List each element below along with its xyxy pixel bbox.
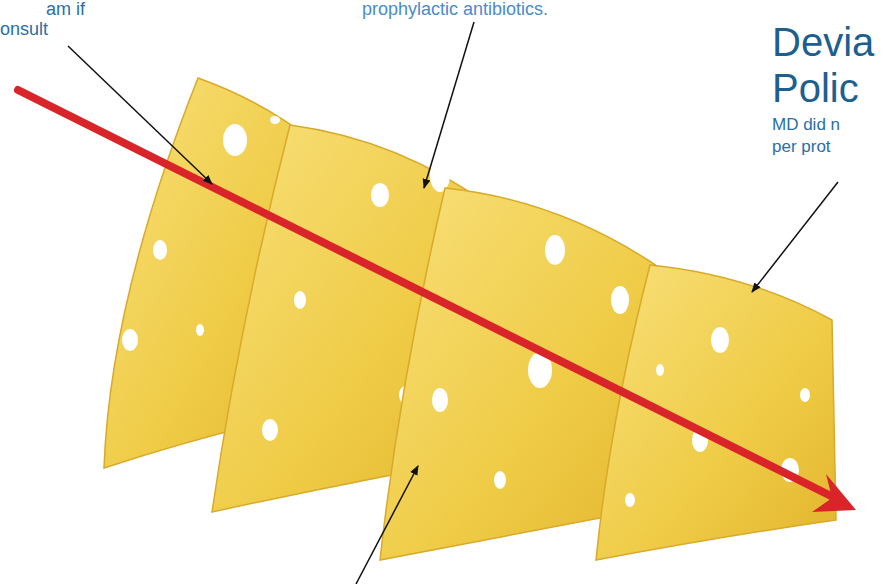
callout-text: am if bbox=[46, 0, 85, 20]
callout-heading: Devia bbox=[772, 20, 874, 64]
callout-text: MD did n bbox=[772, 116, 840, 135]
callout-text: prophylactic antibiotics. bbox=[362, 0, 548, 20]
hazard-arrow bbox=[18, 90, 856, 512]
cheese-slice bbox=[596, 265, 836, 560]
leader-line bbox=[68, 22, 838, 584]
callout-heading: Polic bbox=[772, 66, 859, 110]
callout-text: onsult bbox=[0, 20, 48, 40]
callout-text: per prot bbox=[772, 138, 831, 157]
